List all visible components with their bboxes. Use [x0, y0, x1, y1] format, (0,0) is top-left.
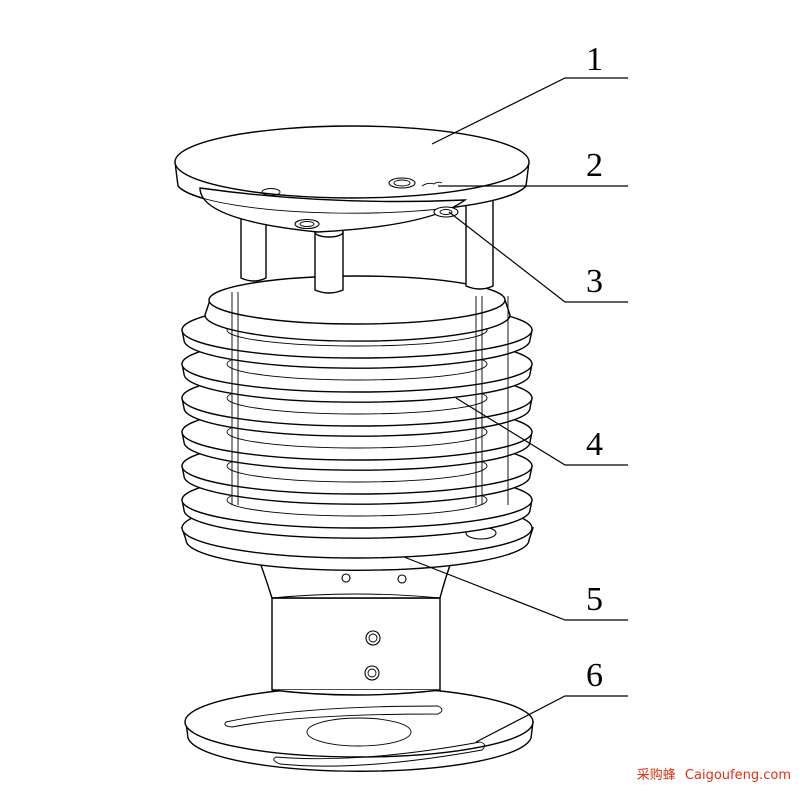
- callout-4: 4: [586, 426, 603, 463]
- callout-1: 1: [586, 41, 603, 78]
- watermark-cn: 采购蜂: [637, 767, 676, 783]
- lower-tube: [271, 597, 441, 696]
- bottom-flange: [184, 686, 534, 772]
- callout-2: 2: [586, 147, 603, 184]
- callout-6: 6: [586, 657, 603, 694]
- leader-line-3: [448, 211, 628, 303]
- callout-3: 3: [586, 263, 603, 300]
- leader-line-6: [475, 695, 628, 743]
- leader-line-4: [455, 397, 628, 466]
- leader-line-5: [403, 556, 628, 621]
- louvre-stack: [181, 275, 533, 539]
- leader-line-1: [431, 77, 628, 145]
- leader-lines: [403, 77, 628, 743]
- watermark-en: Caigoufeng.com: [685, 768, 791, 783]
- watermark: 采购蜂 Caigoufeng.com: [637, 767, 791, 783]
- callout-5: 5: [586, 581, 603, 618]
- callout-numbers: 1 2 3 4 5 6: [586, 41, 603, 694]
- top-cap: [174, 125, 530, 233]
- louvre-top: [204, 275, 511, 342]
